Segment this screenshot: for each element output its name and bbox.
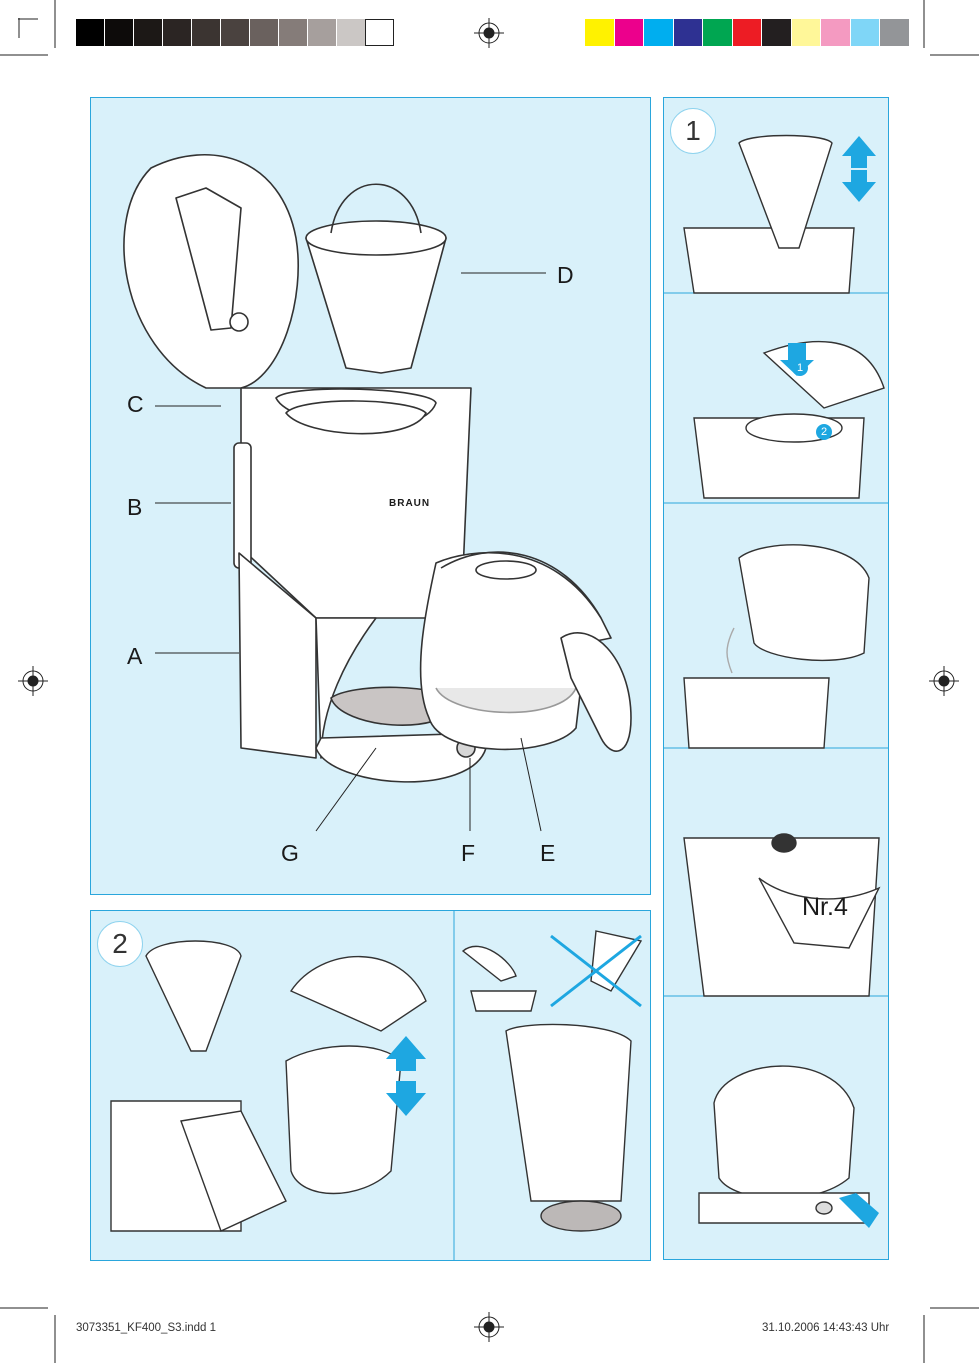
calibration-swatch bbox=[278, 19, 307, 46]
sub-step-2: 2 bbox=[816, 424, 832, 440]
calibration-swatch bbox=[104, 19, 133, 46]
step1-panel: 1 1 2 Nr.4 bbox=[663, 97, 889, 1260]
registration-mark-left bbox=[18, 666, 48, 696]
detergent-bottle bbox=[461, 945, 517, 982]
arrows-step2 bbox=[386, 1036, 426, 1116]
footer-filename: 3073351_KF400_S3.indd 1 bbox=[76, 1322, 217, 1334]
registration-mark-top bbox=[474, 18, 504, 48]
paper-filter bbox=[758, 877, 881, 949]
registration-mark-bottom bbox=[474, 1312, 504, 1342]
part-label-g: G bbox=[281, 840, 299, 866]
calibration-swatch bbox=[336, 19, 365, 46]
filter-basket-clean bbox=[145, 940, 242, 1052]
calibration-swatch bbox=[191, 19, 220, 46]
part-label-f: F bbox=[461, 840, 476, 866]
calibration-swatch bbox=[761, 19, 791, 46]
brand-logo: BRAUN bbox=[389, 498, 431, 509]
calibration-swatch bbox=[731, 19, 761, 46]
calibration-swatch bbox=[220, 19, 249, 46]
calibration-swatch bbox=[365, 19, 394, 46]
step2-panel: 2 bbox=[90, 910, 651, 1261]
part-label-b: B bbox=[127, 494, 143, 520]
calibration-swatch bbox=[613, 19, 643, 46]
housing-clean bbox=[505, 1023, 632, 1202]
calibration-swatch bbox=[849, 19, 879, 46]
coffee-maker-illustration bbox=[123, 154, 632, 832]
carafe-handle bbox=[560, 632, 632, 752]
calibration-swatch bbox=[672, 19, 702, 46]
carafe-pour bbox=[738, 544, 870, 662]
sub-step-1: 1 bbox=[792, 360, 808, 376]
main-illustration-panel: D C B A G F E BRAUN bbox=[90, 97, 651, 895]
housing-lower bbox=[238, 552, 317, 759]
filter-size-label: Nr.4 bbox=[802, 893, 848, 921]
calibration-swatch bbox=[249, 19, 278, 46]
filter-basket-lift bbox=[738, 134, 833, 249]
calibration-swatch bbox=[162, 19, 191, 46]
carafe-clean bbox=[285, 1045, 402, 1195]
registration-mark-right bbox=[929, 666, 959, 696]
part-label-c: C bbox=[127, 391, 144, 417]
footer-timestamp: 31.10.2006 14:43:43 Uhr bbox=[762, 1322, 890, 1334]
part-label-a: A bbox=[127, 643, 143, 669]
calibration-swatch bbox=[879, 19, 909, 46]
step1-illustrations bbox=[664, 134, 888, 1228]
calibration-swatch bbox=[133, 19, 162, 46]
calibration-swatch bbox=[584, 19, 614, 46]
calibration-swatch bbox=[307, 19, 336, 46]
step-number-2: 2 bbox=[97, 921, 143, 967]
hand-insert bbox=[762, 340, 885, 409]
calibration-swatch bbox=[820, 19, 850, 46]
calibration-swatch bbox=[75, 19, 104, 46]
cross-out bbox=[550, 934, 642, 1008]
cleaning-illustrations bbox=[110, 911, 643, 1260]
calibration-swatch bbox=[702, 19, 732, 46]
carafe-placed bbox=[713, 1065, 855, 1200]
step-number-1: 1 bbox=[670, 108, 716, 154]
calibration-swatch bbox=[643, 19, 673, 46]
carafe-lid bbox=[289, 955, 427, 1032]
part-label-d: D bbox=[557, 262, 574, 288]
part-label-e: E bbox=[540, 840, 556, 866]
calibration-swatch bbox=[790, 19, 820, 46]
